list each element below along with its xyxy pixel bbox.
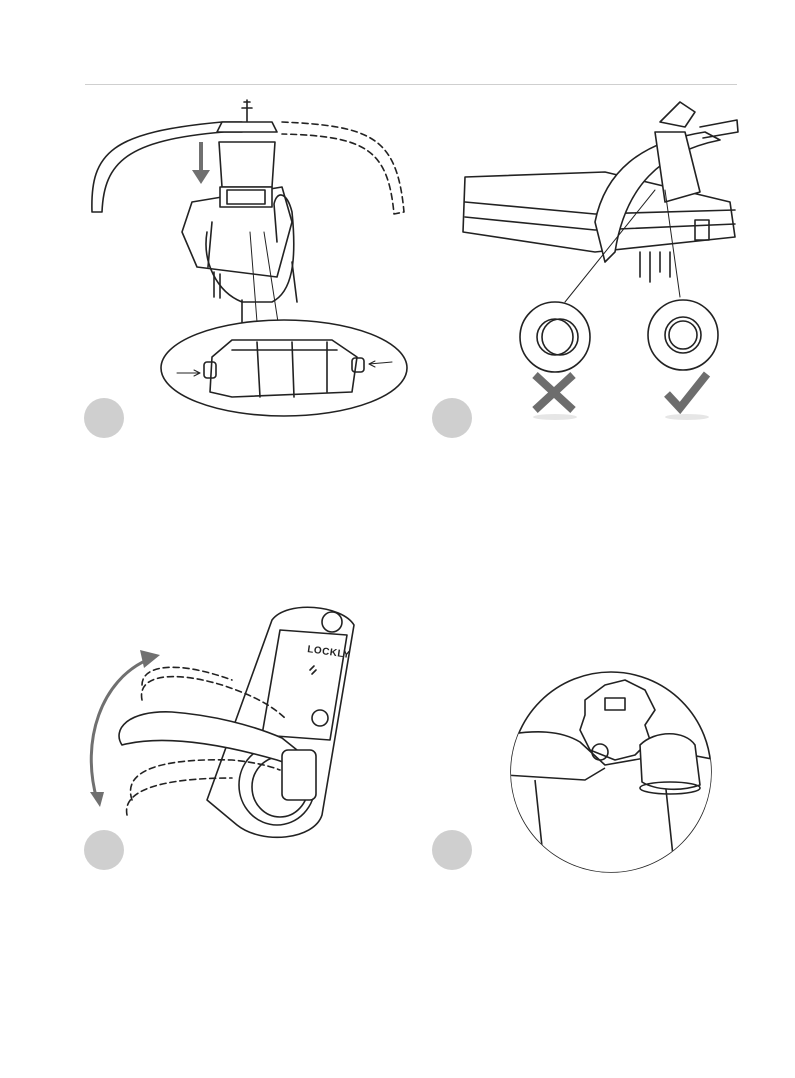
right-alignment-circle <box>648 300 718 370</box>
top-divider <box>85 84 737 85</box>
step-3-illustration: LOCKLY <box>82 600 382 850</box>
handle-cylinder <box>219 142 275 187</box>
knob <box>640 734 700 790</box>
step-1-marker <box>84 398 124 438</box>
step-4-marker <box>432 830 472 870</box>
cross-icon <box>535 375 573 410</box>
wrong-alignment-circle <box>520 302 590 372</box>
step-1-illustration <box>82 92 412 422</box>
step-3-marker <box>84 830 124 870</box>
step-2-marker <box>432 398 472 438</box>
down-arrow-icon <box>192 142 210 184</box>
step-2-illustration <box>455 92 740 422</box>
step-4-illustration <box>505 670 717 875</box>
zoom-detail-ellipse <box>161 320 407 416</box>
check-icon <box>667 374 707 408</box>
lever-handle-right-dashed <box>282 122 404 214</box>
